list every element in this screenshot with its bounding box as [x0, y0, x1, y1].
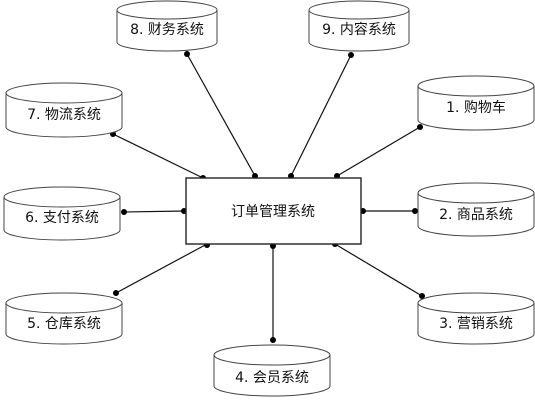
edge-warehouse — [115, 243, 208, 294]
node-label: 6. 支付系统 — [25, 210, 99, 226]
node-finance: 8. 财务系统 — [116, 0, 218, 52]
endpoint-dot — [270, 337, 276, 343]
edge-finance — [186, 53, 256, 177]
node-content: 9. 内容系统 — [308, 0, 410, 52]
center-label: 订单管理系统 — [231, 204, 315, 220]
endpoint-dot — [121, 209, 127, 215]
endpoint-dot — [412, 208, 418, 214]
node-member: 4. 会员系统 — [213, 344, 331, 397]
cylinder-shape — [5, 292, 123, 345]
cylinder-shape — [3, 186, 121, 241]
edge-payment — [123, 210, 187, 213]
endpoint-dot — [417, 124, 423, 130]
node-label: 5. 仓库系统 — [27, 316, 101, 332]
node-label: 3. 营销系统 — [439, 316, 513, 332]
cylinder-shape — [213, 344, 331, 397]
cylinder-shape — [5, 82, 123, 138]
node-label: 8. 财务系统 — [130, 22, 204, 38]
edge-content — [290, 54, 352, 177]
endpoint-dot — [184, 51, 190, 57]
edge-logistics — [112, 133, 204, 179]
cylinder-shape — [308, 0, 410, 52]
cylinder-shape — [417, 182, 535, 237]
endpoint-dot — [348, 52, 354, 58]
center-box — [185, 177, 362, 245]
cylinder-shape — [417, 292, 535, 345]
node-label: 4. 会员系统 — [235, 370, 309, 386]
endpoint-dot — [113, 290, 119, 296]
node-cart: 1. 购物车 — [417, 75, 535, 131]
node-logistics: 7. 物流系统 — [5, 82, 123, 138]
edge-cart — [336, 126, 421, 177]
node-label: 7. 物流系统 — [27, 107, 101, 123]
cylinder-shape — [116, 0, 218, 52]
cylinder-shape — [417, 75, 535, 131]
node-label: 1. 购物车 — [446, 99, 506, 116]
node-warehouse: 5. 仓库系统 — [5, 292, 123, 345]
center-node: 订单管理系统 — [185, 177, 362, 245]
node-label: 2. 商品系统 — [439, 207, 513, 223]
node-marketing: 3. 营销系统 — [417, 292, 535, 345]
node-label: 9. 内容系统 — [322, 21, 396, 38]
endpoint-dot — [419, 293, 425, 299]
node-goods: 2. 商品系统 — [417, 182, 535, 237]
node-payment: 6. 支付系统 — [3, 186, 121, 241]
edges — [112, 53, 423, 340]
edge-marketing — [334, 243, 423, 297]
